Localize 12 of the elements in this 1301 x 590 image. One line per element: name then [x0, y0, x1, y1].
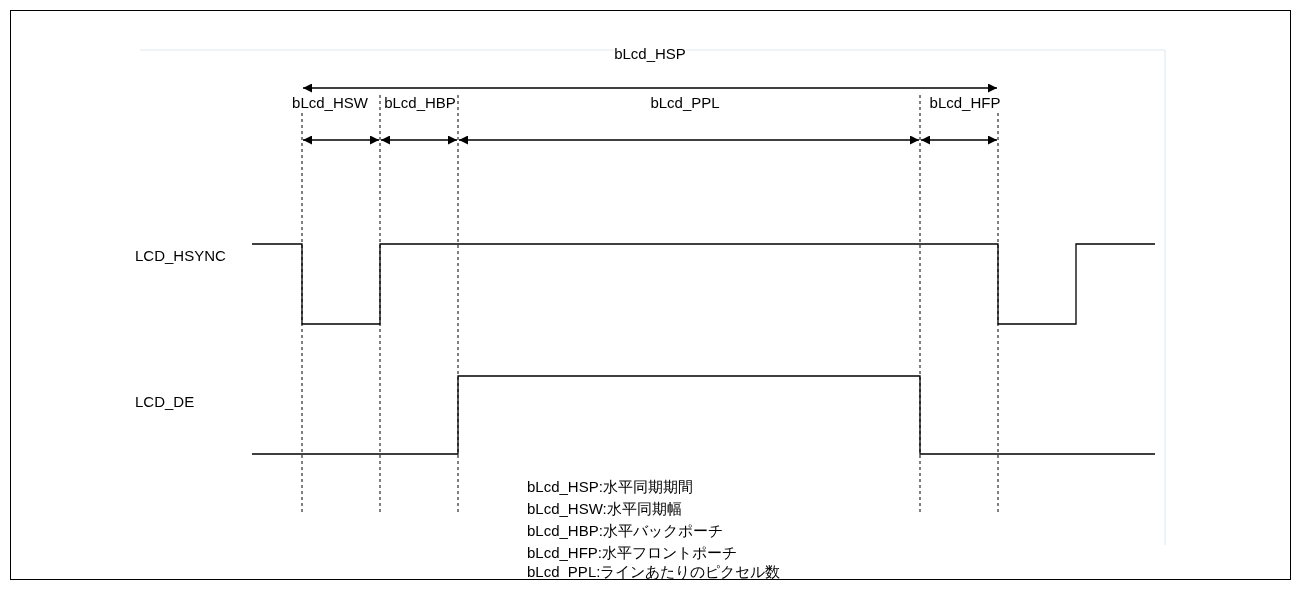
note-text: bLcd_HSW:水平同期幅 [527, 500, 682, 518]
note-text: bLcd_HBP:水平バックポーチ [527, 522, 723, 540]
dimension-label: bLcd_HSW [292, 94, 368, 112]
note-text: bLcd_HFP:水平フロントポーチ [527, 544, 738, 562]
dimension-label: bLcd_HFP [929, 94, 1001, 112]
dimension-label: bLcd_HBP [384, 94, 456, 112]
note-text: bLcd_PPL:ラインあたりのピクセル数 [527, 563, 781, 581]
dimension-label: bLcd_HSP [614, 45, 686, 63]
dimension-label: bLcd_PPL [650, 94, 720, 112]
signal-name: LCD_HSYNC [135, 247, 226, 265]
note-text: bLcd_HSP:水平同期期間 [527, 478, 693, 496]
signal-name: LCD_DE [135, 393, 195, 411]
